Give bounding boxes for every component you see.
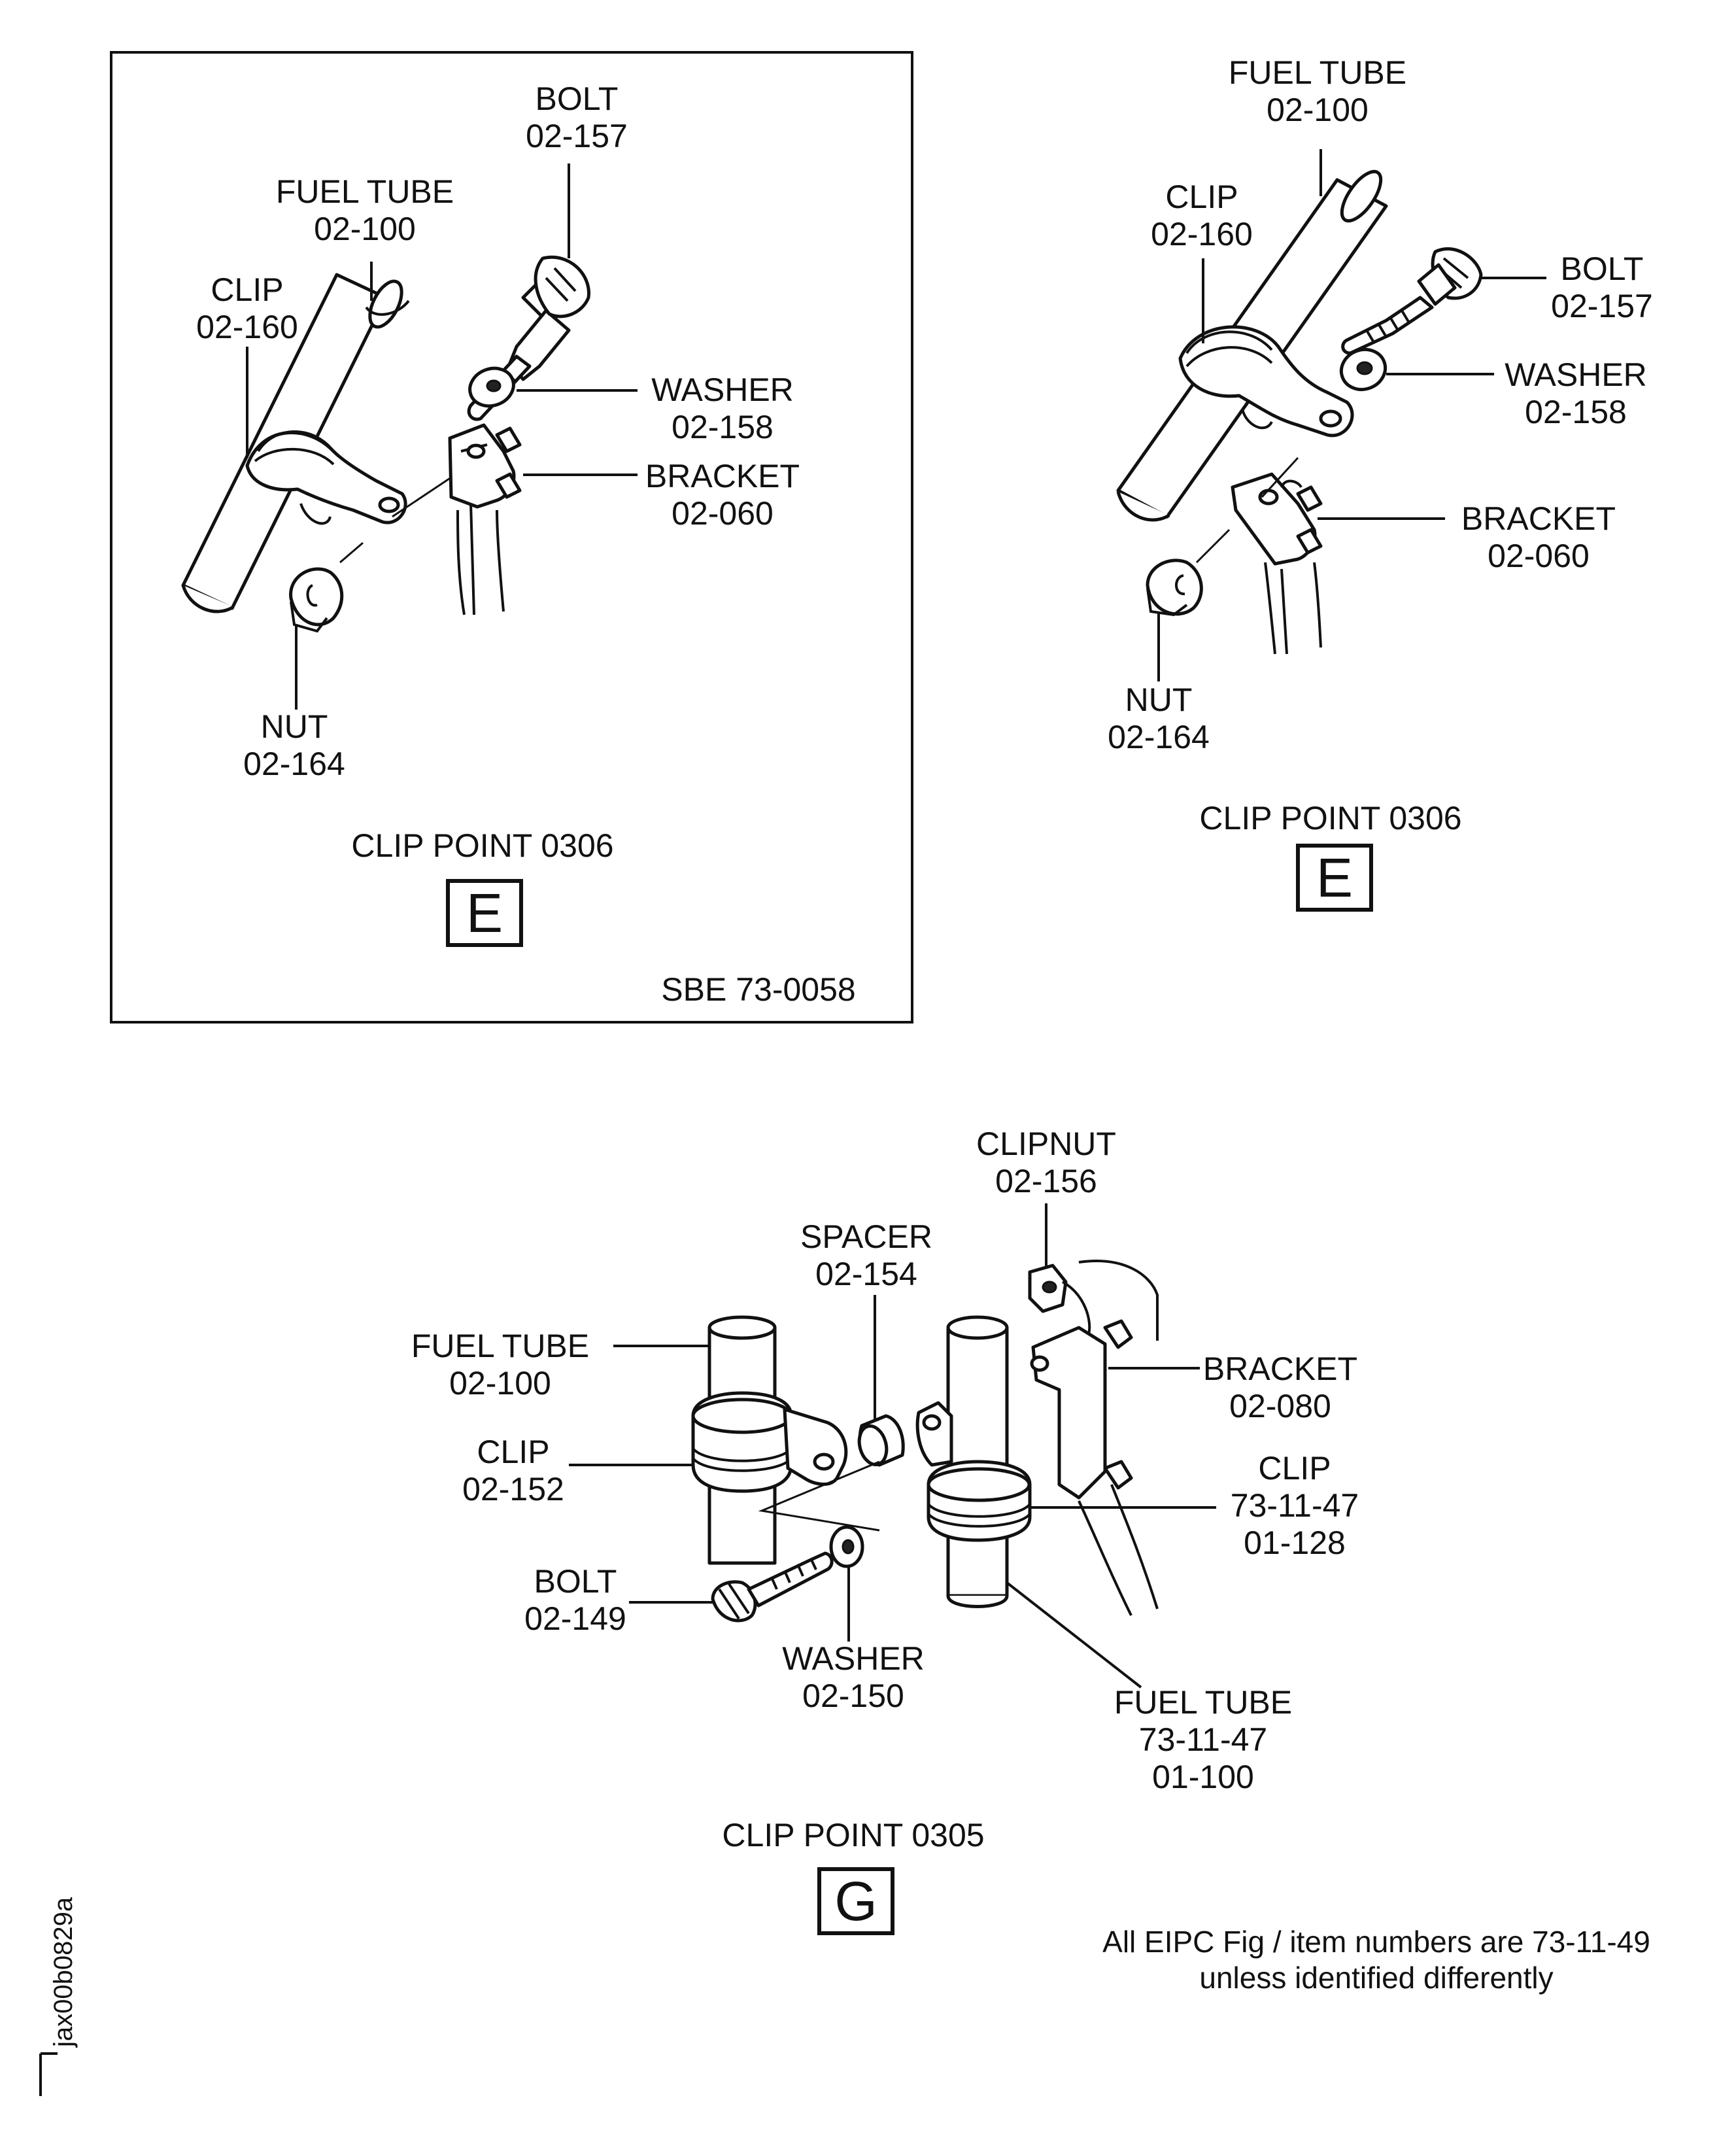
spacer-drawing (857, 1414, 905, 1467)
label-bolt-num: 02-157 (526, 118, 628, 154)
label-clip-right-line3: 01-128 (1244, 1524, 1346, 1561)
corner-mark (39, 2052, 58, 2096)
label-clipnut-name: CLIPNUT (976, 1126, 1116, 1162)
view-e-frame (110, 51, 913, 1024)
label-washer-name: WASHER (651, 371, 794, 408)
label-bolt-num: 02-149 (524, 1600, 626, 1637)
label-clip-left-name: CLIP (477, 1434, 549, 1470)
view-letter: G (834, 1870, 877, 1932)
label-clip-right-line2: 73-11-47 (1231, 1487, 1359, 1524)
label-bolt-name: BOLT (534, 1563, 617, 1600)
view-g: CLIPNUT 02-156 SPACER 02-154 FUEL TUBE 0… (411, 1126, 1359, 1935)
view-e-plain: FUEL TUBE 02-100 CLIP 02-160 BOLT 02-157… (1108, 54, 1653, 912)
view-letter: E (466, 882, 503, 944)
label-bolt-name: BOLT (1561, 250, 1644, 287)
label-nut-num: 02-164 (243, 746, 345, 782)
nut-drawing (289, 567, 344, 633)
washer-drawing (829, 1525, 864, 1568)
label-bracket-name: BRACKET (1203, 1351, 1357, 1387)
label-clip-num: 02-160 (1151, 216, 1253, 252)
label-bracket-num: 02-060 (1488, 538, 1590, 574)
side-reference: jax00b0829a (39, 1897, 78, 2096)
clip-left-drawing (691, 1391, 848, 1493)
label-spacer-num: 02-154 (815, 1256, 917, 1292)
clipnut-drawing (1028, 1264, 1068, 1313)
label-clip-left-num: 02-152 (462, 1471, 564, 1507)
label-clipnut-num: 02-156 (995, 1163, 1097, 1199)
label-fuel-tube-right-name: FUEL TUBE (1114, 1684, 1292, 1721)
view-letter-box (817, 1867, 894, 1935)
label-washer-name: WASHER (782, 1640, 925, 1677)
view-e-boxed: BOLT 02-157 FUEL TUBE 02-100 CLIP 02-160… (110, 51, 913, 1024)
label-fuel-tube-left-num: 02-100 (449, 1365, 551, 1402)
clip-drawing (245, 430, 407, 525)
label-fuel-tube-right-line2: 73-11-47 (1139, 1721, 1267, 1758)
label-fuel-tube-left-name: FUEL TUBE (411, 1328, 589, 1364)
label-clip-name: CLIP (1165, 179, 1238, 215)
bracket-drawing (448, 423, 522, 615)
sbe-reference: SBE 73-0058 (661, 971, 855, 1008)
caption-clip-point: CLIP POINT 0305 (722, 1817, 984, 1853)
bracket-drawing (1231, 472, 1323, 655)
label-fuel-tube-name: FUEL TUBE (1229, 54, 1406, 91)
label-fuel-tube-right-line3: 01-100 (1152, 1759, 1254, 1795)
label-washer-num: 02-158 (1525, 394, 1627, 430)
label-clip-right-name: CLIP (1258, 1450, 1331, 1487)
label-bracket-num: 02-060 (672, 495, 774, 532)
label-bracket-num: 02-080 (1229, 1388, 1331, 1424)
label-fuel-tube-name: FUEL TUBE (276, 173, 454, 210)
label-fuel-tube-num: 02-100 (314, 211, 416, 247)
washer-drawing (468, 366, 515, 408)
label-nut-name: NUT (1125, 681, 1193, 718)
label-bolt-name: BOLT (536, 80, 619, 117)
footnote-line-2: unless identified differently (1199, 1961, 1553, 1995)
view-letter: E (1316, 847, 1353, 908)
label-bracket-name: BRACKET (1461, 500, 1616, 537)
label-bracket-name: BRACKET (645, 458, 800, 494)
bolt-drawing (711, 1551, 834, 1623)
caption-clip-point: CLIP POINT 0306 (351, 827, 613, 864)
label-clip-name: CLIP (211, 271, 283, 308)
label-washer-name: WASHER (1505, 356, 1647, 393)
washer-drawing (1339, 348, 1387, 391)
caption-clip-point: CLIP POINT 0306 (1199, 800, 1461, 836)
label-washer-num: 02-158 (672, 409, 774, 445)
label-nut-name: NUT (261, 708, 328, 745)
clip-drawing (1178, 325, 1354, 438)
label-washer-num: 02-150 (802, 1678, 904, 1714)
label-clip-num: 02-160 (196, 309, 298, 345)
bracket-drawing (1030, 1260, 1159, 1616)
view-letter-box (446, 879, 523, 947)
footnote-line-1: All EIPC Fig / item numbers are 73-11-49 (1102, 1925, 1650, 1959)
side-reference-text: jax00b0829a (49, 1897, 78, 2048)
bolt-drawing (1341, 247, 1483, 355)
leader-fuel-tube-right (1006, 1581, 1142, 1689)
label-nut-num: 02-164 (1108, 719, 1210, 755)
view-letter-box (1296, 844, 1373, 912)
label-fuel-tube-num: 02-100 (1267, 92, 1369, 128)
nut-drawing (1146, 559, 1203, 617)
clip-right-drawing (915, 1401, 1032, 1542)
label-spacer-name: SPACER (800, 1218, 932, 1255)
label-bolt-num: 02-157 (1551, 288, 1653, 324)
footnote: All EIPC Fig / item numbers are 73-11-49… (1102, 1925, 1650, 1995)
